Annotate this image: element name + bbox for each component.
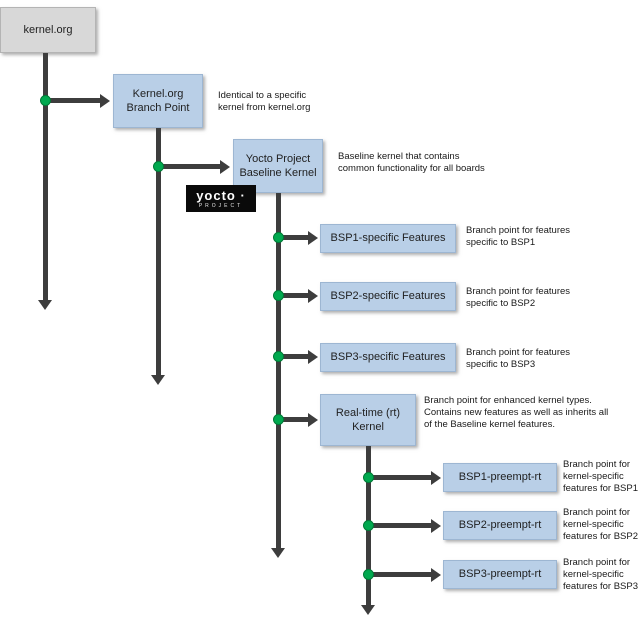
branch-dot xyxy=(273,351,284,362)
node-label: BSP3-preempt-rt xyxy=(458,568,542,581)
arrow-right-icon xyxy=(431,519,441,533)
branch-dot xyxy=(273,414,284,425)
line-branch-point xyxy=(48,98,100,103)
logo-wordmark: yocto · xyxy=(196,187,246,203)
branch-dot xyxy=(363,569,374,580)
line-baseline xyxy=(158,164,220,169)
arrow-right-icon xyxy=(308,289,318,303)
node-bsp3-features: BSP3-specific Features xyxy=(320,343,456,372)
node-label: Yocto Project Baseline Kernel xyxy=(239,152,317,179)
node-kernel-org: kernel.org xyxy=(0,7,96,53)
line-branch-point-trunk xyxy=(156,128,161,375)
node-label: BSP1-specific Features xyxy=(330,232,446,245)
arrow-down-icon xyxy=(38,300,52,310)
note-branch-point: Identical to a specific kernel from kern… xyxy=(218,90,311,114)
arrow-right-icon xyxy=(308,350,318,364)
branch-dot xyxy=(153,161,164,172)
node-label: Real-time (rt) Kernel xyxy=(335,406,401,433)
line-bsp1-preempt-rt xyxy=(368,475,431,480)
arrow-down-icon xyxy=(361,605,375,615)
line-bsp2-preempt-rt xyxy=(368,523,431,528)
node-label: BSP3-specific Features xyxy=(330,351,446,364)
arrow-right-icon xyxy=(100,94,110,108)
note-bsp3-preempt-rt: Branch point for kernel-specific feature… xyxy=(563,557,638,593)
line-kernel-org-trunk xyxy=(43,53,48,300)
node-baseline-kernel: Yocto Project Baseline Kernel xyxy=(233,139,323,193)
note-rt-kernel: Branch point for enhanced kernel types. … xyxy=(424,395,609,431)
note-baseline-kernel: Baseline kernel that contains common fun… xyxy=(338,151,485,175)
arrow-down-icon xyxy=(271,548,285,558)
node-bsp2-features: BSP2-specific Features xyxy=(320,282,456,311)
arrow-right-icon xyxy=(220,160,230,174)
note-bsp2-preempt-rt: Branch point for kernel-specific feature… xyxy=(563,507,638,543)
node-rt-kernel: Real-time (rt) Kernel xyxy=(320,394,416,446)
arrow-down-icon xyxy=(151,375,165,385)
line-bsp2 xyxy=(278,293,308,298)
node-label: BSP2-preempt-rt xyxy=(458,519,542,532)
arrow-right-icon xyxy=(308,413,318,427)
line-bsp1 xyxy=(278,235,308,240)
line-bsp3 xyxy=(278,354,308,359)
line-bsp3-preempt-rt xyxy=(368,572,431,577)
branch-dot xyxy=(40,95,51,106)
arrow-right-icon xyxy=(431,471,441,485)
branch-dot xyxy=(273,232,284,243)
node-label: BSP2-specific Features xyxy=(330,290,446,303)
note-bsp2-features: Branch point for features specific to BS… xyxy=(466,286,571,310)
node-label: BSP1-preempt-rt xyxy=(458,471,542,484)
node-bsp1-features: BSP1-specific Features xyxy=(320,224,456,253)
branch-dot xyxy=(363,520,374,531)
branch-dot xyxy=(363,472,374,483)
node-bsp1-preempt-rt: BSP1-preempt-rt xyxy=(443,463,557,492)
line-baseline-trunk xyxy=(276,193,281,548)
yocto-project-logo: yocto · PROJECT xyxy=(186,185,256,212)
logo-subtext: PROJECT xyxy=(198,202,244,209)
node-branch-point: Kernel.org Branch Point xyxy=(113,74,203,128)
note-bsp3-features: Branch point for features specific to BS… xyxy=(466,347,571,371)
note-bsp1-preempt-rt: Branch point for kernel-specific feature… xyxy=(563,459,638,495)
node-label: kernel.org xyxy=(23,23,73,36)
node-bsp2-preempt-rt: BSP2-preempt-rt xyxy=(443,511,557,540)
arrow-right-icon xyxy=(431,568,441,582)
node-label: Kernel.org Branch Point xyxy=(126,87,190,114)
branch-dot xyxy=(273,290,284,301)
line-rt-kernel xyxy=(278,417,308,422)
note-bsp1-features: Branch point for features specific to BS… xyxy=(466,225,571,249)
arrow-right-icon xyxy=(308,231,318,245)
node-bsp3-preempt-rt: BSP3-preempt-rt xyxy=(443,560,557,589)
